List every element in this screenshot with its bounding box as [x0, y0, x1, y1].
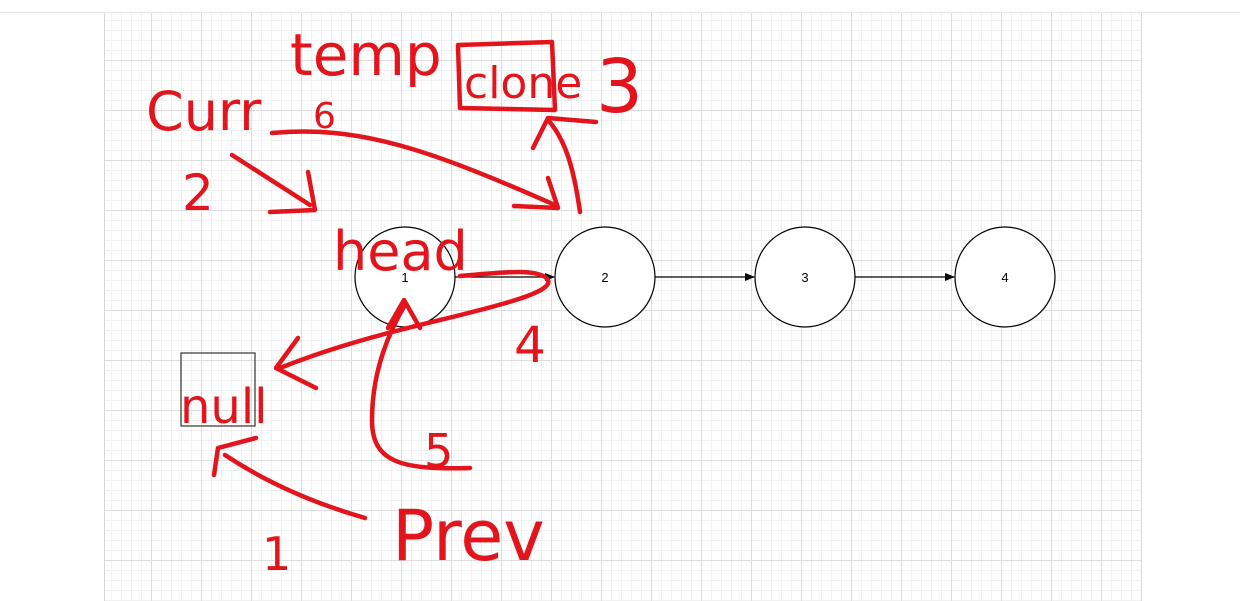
arrow-6-shaft — [269, 129, 558, 208]
null-box[interactable] — [180, 352, 256, 427]
label-curr: Curr — [146, 80, 262, 143]
arrow-3-head — [530, 115, 599, 151]
arrow-1-head — [211, 435, 259, 478]
arrow-3-shaft — [545, 117, 583, 215]
label-prev: Prev — [392, 495, 545, 577]
node-4[interactable]: 4 — [954, 226, 1056, 328]
arrow-4-head — [273, 335, 319, 391]
arrow-4-shaft — [277, 269, 551, 371]
arrow-2-shaft — [229, 152, 313, 208]
label-clone: clone — [464, 58, 582, 109]
red-annotation-strokes — [211, 39, 599, 521]
label-step-4: 4 — [514, 316, 546, 374]
label-null: null — [180, 379, 268, 435]
node-2-label: 2 — [601, 270, 608, 285]
label-step-1: 1 — [262, 527, 291, 581]
top-toolbar-strip — [0, 0, 1240, 13]
node-1-label: 1 — [401, 270, 408, 285]
node-3[interactable]: 3 — [754, 226, 856, 328]
label-step-5: 5 — [424, 424, 453, 478]
arrow-1-shaft — [222, 452, 368, 521]
clone-box-stroke — [455, 39, 558, 113]
label-head: head — [333, 220, 468, 283]
label-step-3: 3 — [596, 44, 643, 130]
label-step-2: 2 — [182, 164, 214, 222]
node-2[interactable]: 2 — [554, 226, 656, 328]
arrow-5-head — [385, 297, 423, 331]
label-step-6: 6 — [313, 96, 336, 137]
arrow-6-head — [511, 175, 561, 211]
node-3-label: 3 — [801, 270, 808, 285]
node-4-label: 4 — [1001, 270, 1008, 285]
arrow-2-head — [267, 169, 318, 215]
label-temp: temp — [290, 21, 442, 89]
arrow-5-shaft — [369, 302, 473, 471]
